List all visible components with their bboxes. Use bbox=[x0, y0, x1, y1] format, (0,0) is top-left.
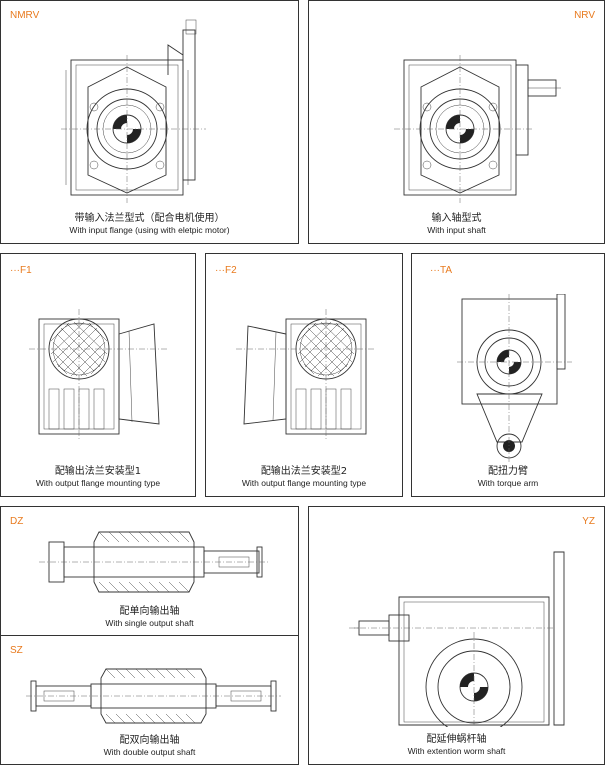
panel-ta: ···TA 配扭力臂 With torque arm bbox=[411, 253, 605, 497]
panel-code: DZ bbox=[10, 516, 24, 527]
nmrv-gearbox-drawing bbox=[56, 15, 236, 205]
caption-zh: 配扭力臂 bbox=[488, 466, 528, 477]
panel-caption: 配扭力臂 With torque arm bbox=[412, 465, 604, 489]
panel-caption: 输入轴型式 With input shaft bbox=[309, 212, 604, 236]
panel-code: ···F2 bbox=[215, 265, 237, 276]
panel-dz: DZ 配单向输出轴 With single output shaft bbox=[0, 506, 299, 636]
panel-code: SZ bbox=[10, 645, 23, 656]
panel-code: NRV bbox=[574, 10, 595, 21]
caption-en: With double output shaft bbox=[103, 747, 196, 757]
panel-code: YZ bbox=[582, 516, 595, 527]
panel-caption: 配延伸蜗杆轴 With extention worm shaft bbox=[309, 733, 604, 757]
caption-en: With torque arm bbox=[477, 478, 539, 488]
panel-caption: 配输出法兰安装型2 With output flange mounting ty… bbox=[206, 465, 402, 489]
caption-en: With extention worm shaft bbox=[407, 746, 506, 756]
panel-f2: ···F2 配输出法兰安装型2 With output flange mount… bbox=[205, 253, 403, 497]
panel-yz: YZ 配延伸蜗杆轴 With extention worm shaft bbox=[308, 506, 605, 765]
caption-en: With input flange (using with eletpic mo… bbox=[69, 225, 230, 235]
panel-code: ···TA bbox=[430, 265, 453, 276]
f1-gearbox-drawing bbox=[29, 294, 169, 444]
panel-caption: 配输出法兰安装型1 With output flange mounting ty… bbox=[1, 465, 195, 489]
panel-code: NMRV bbox=[10, 10, 40, 21]
caption-zh: 输入轴型式 bbox=[431, 213, 482, 224]
panel-nmrv: NMRV 带输入法兰型式（配合电机使用） With input flange (… bbox=[0, 0, 299, 244]
panel-sz: SZ 配双向输出轴 With double output shaft bbox=[0, 635, 299, 765]
caption-en: With output flange mounting type bbox=[35, 478, 161, 488]
ta-gearbox-drawing bbox=[457, 294, 577, 464]
caption-zh: 配输出法兰安装型1 bbox=[54, 466, 142, 477]
caption-en: With output flange mounting type bbox=[241, 478, 367, 488]
caption-zh: 带输入法兰型式（配合电机使用） bbox=[74, 213, 225, 224]
f2-gearbox-drawing bbox=[236, 294, 376, 444]
caption-zh: 配延伸蜗杆轴 bbox=[426, 734, 487, 745]
caption-en: With input shaft bbox=[427, 225, 486, 235]
caption-zh: 配双向输出轴 bbox=[119, 735, 180, 746]
dz-shaft-drawing bbox=[39, 527, 269, 597]
panel-caption: 配双向输出轴 With double output shaft bbox=[1, 734, 298, 758]
caption-zh: 配输出法兰安装型2 bbox=[260, 466, 348, 477]
panel-caption: 带输入法兰型式（配合电机使用） With input flange (using… bbox=[1, 212, 298, 236]
yz-gearbox-drawing bbox=[349, 547, 589, 727]
panel-caption: 配单向输出轴 With single output shaft bbox=[1, 605, 298, 629]
sz-shaft-drawing bbox=[26, 666, 281, 726]
caption-zh: 配单向输出轴 bbox=[119, 606, 180, 617]
panel-f1: ···F1 配输出法兰安装型1 With output flange mount… bbox=[0, 253, 196, 497]
panel-code: ···F1 bbox=[10, 265, 32, 276]
caption-en: With single output shaft bbox=[105, 618, 194, 628]
nrv-gearbox-drawing bbox=[389, 15, 564, 205]
panel-nrv: NRV 输入轴型式 With input shaft bbox=[308, 0, 605, 244]
